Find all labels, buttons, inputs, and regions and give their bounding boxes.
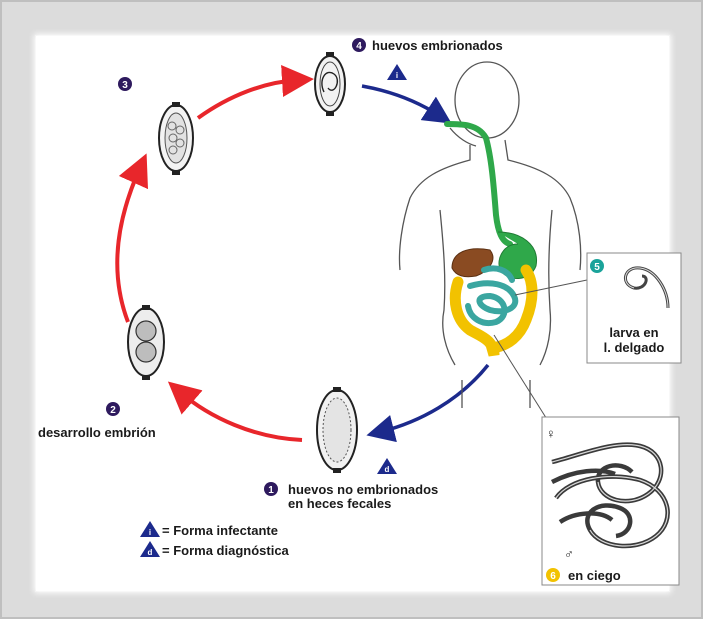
stage-3-number: 3 bbox=[122, 80, 128, 91]
stage-6-number: 6 bbox=[550, 571, 556, 582]
egg-embryonated-4 bbox=[315, 52, 345, 116]
stage-5-label-line1: larva en bbox=[609, 325, 658, 340]
stage-4-number: 4 bbox=[356, 41, 362, 52]
digestive-tract bbox=[447, 124, 537, 355]
arrow-excretion bbox=[380, 365, 488, 432]
legend-diagnostic-letter: d bbox=[148, 548, 153, 557]
egg-unembryonated-1 bbox=[317, 387, 357, 473]
egg-stage-2 bbox=[128, 305, 164, 380]
legend-diagnostic-text: = Forma diagnóstica bbox=[162, 543, 290, 558]
stage-5-number: 5 bbox=[594, 262, 600, 273]
infective-marker-letter: i bbox=[396, 71, 398, 80]
legend-infective-text: = Forma infectante bbox=[162, 523, 278, 538]
arrow-egg1-to-egg2 bbox=[180, 392, 302, 440]
legend: i = Forma infectante d = Forma diagnósti… bbox=[140, 521, 290, 558]
adult-worms-inset bbox=[542, 417, 679, 585]
stage-1-label-line1: huevos no embrionados bbox=[288, 482, 438, 497]
stage-2-label: desarrollo embrión bbox=[38, 425, 156, 440]
egg-stage-3 bbox=[159, 102, 193, 175]
arrow-embryo-to-egg3 bbox=[117, 168, 140, 322]
diagnostic-marker-letter: d bbox=[385, 465, 390, 474]
stage-4-label: huevos embrionados bbox=[372, 38, 503, 53]
stage-5-label-line2: l. delgado bbox=[604, 340, 665, 355]
arrow-egg3-to-egg4 bbox=[198, 80, 298, 118]
male-symbol: ♂ bbox=[564, 546, 574, 561]
stage-6-label: en ciego bbox=[568, 568, 621, 583]
female-symbol: ♀ bbox=[546, 426, 556, 441]
legend-infective-letter: i bbox=[149, 528, 151, 537]
stage-1-number: 1 bbox=[268, 485, 274, 496]
arrow-ingestion bbox=[362, 86, 440, 116]
stage-2-number: 2 bbox=[110, 405, 116, 416]
stage-1-label-line2: en heces fecales bbox=[288, 496, 391, 511]
